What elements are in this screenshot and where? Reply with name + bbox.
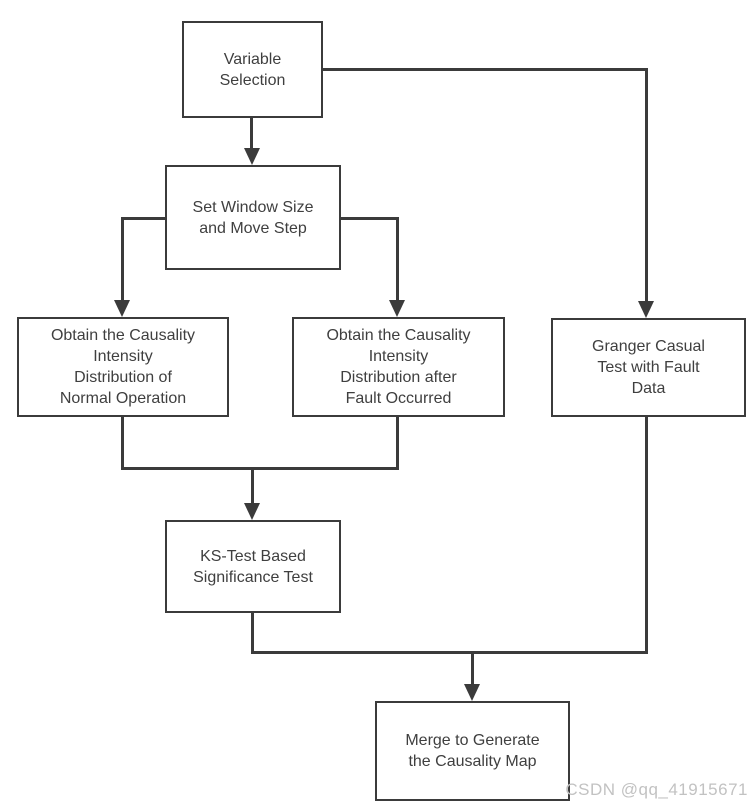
connector-merge-to-kstest-h bbox=[121, 467, 399, 470]
arrowhead-into-obtain-normal bbox=[114, 300, 130, 317]
arrowhead-into-obtain-fault bbox=[389, 300, 405, 317]
node-obtain-fault-distribution-label: Obtain the Causality Intensity Distribut… bbox=[326, 327, 471, 407]
connector-into-mergebox-v bbox=[471, 651, 474, 685]
arrowhead-into-set-window bbox=[244, 148, 260, 165]
node-variable-selection: Variable Selection bbox=[182, 21, 323, 118]
node-ks-test: KS-Test Based Significance Test bbox=[165, 520, 341, 613]
connector-variable-to-setwindow-v bbox=[250, 118, 253, 149]
arrowhead-into-merge bbox=[464, 684, 480, 701]
node-merge-causality-map: Merge to Generate the Causality Map bbox=[375, 701, 570, 801]
connector-merge-to-mergebox-h bbox=[251, 651, 648, 654]
arrowhead-into-granger bbox=[638, 301, 654, 318]
node-granger-test-label: Granger Casual Test with Fault Data bbox=[592, 338, 705, 397]
connector-granger-down-v bbox=[645, 417, 648, 654]
node-merge-causality-map-label: Merge to Generate the Causality Map bbox=[405, 732, 540, 770]
node-granger-test: Granger Casual Test with Fault Data bbox=[551, 318, 746, 417]
node-obtain-fault-distribution: Obtain the Causality Intensity Distribut… bbox=[292, 317, 505, 417]
node-set-window-size: Set Window Size and Move Step bbox=[165, 165, 341, 270]
node-ks-test-label: KS-Test Based Significance Test bbox=[193, 547, 313, 586]
connector-into-kstest-v bbox=[251, 467, 254, 504]
connector-setwindow-to-fault-v bbox=[396, 217, 399, 301]
watermark-text: CSDN @qq_41915671 bbox=[565, 780, 748, 799]
connector-variable-to-granger-h bbox=[322, 68, 648, 71]
connector-setwindow-to-fault-h bbox=[339, 217, 399, 220]
node-obtain-normal-distribution-label: Obtain the Causality Intensity Distribut… bbox=[50, 327, 196, 407]
connector-fault-down-v bbox=[396, 417, 399, 470]
connector-setwindow-to-normal-v bbox=[121, 217, 124, 301]
connector-normal-down-v bbox=[121, 417, 124, 470]
connector-setwindow-to-normal-h bbox=[121, 217, 166, 220]
connector-kstest-down-v bbox=[251, 612, 254, 654]
node-obtain-normal-distribution: Obtain the Causality Intensity Distribut… bbox=[17, 317, 229, 417]
node-set-window-size-label: Set Window Size and Move Step bbox=[192, 198, 314, 237]
connector-variable-to-granger-v bbox=[645, 68, 648, 302]
arrowhead-into-ks-test bbox=[244, 503, 260, 520]
node-variable-selection-label: Variable Selection bbox=[219, 50, 286, 89]
